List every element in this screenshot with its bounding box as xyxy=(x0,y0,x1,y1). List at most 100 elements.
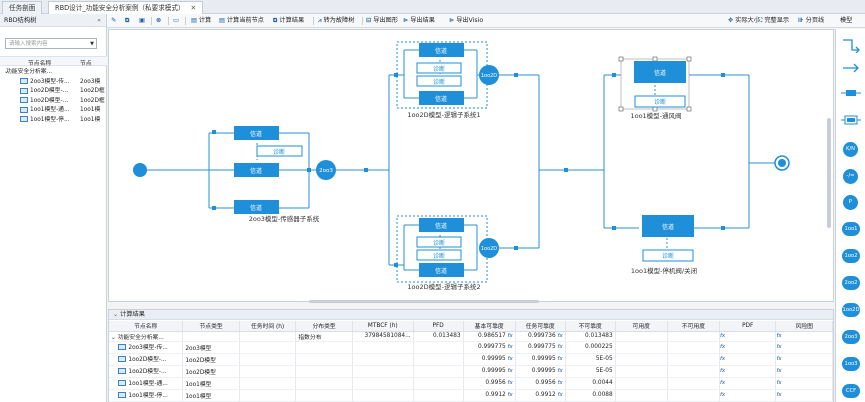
pdf-link[interactable]: fx xyxy=(719,331,777,342)
column-header[interactable]: 分布类型 xyxy=(295,321,353,332)
column-header[interactable]: 任务可靠度 xyxy=(515,321,566,332)
chart-icon[interactable]: fx xyxy=(507,368,513,374)
start-node[interactable] xyxy=(133,163,147,177)
stop-valve-group[interactable]: 信道 诊断 1oo1模型-停机阀/关闭 xyxy=(631,215,697,275)
palette-1oo2d[interactable]: 1oo2D xyxy=(842,303,860,317)
diag-shape-icon[interactable] xyxy=(841,115,861,125)
diag-label: 诊断 xyxy=(654,98,666,106)
tree-item[interactable]: 2oo3模型-传...2oo3模 xyxy=(0,78,107,87)
chart-icon[interactable]: fx xyxy=(507,356,513,362)
collapse-icon[interactable]: « xyxy=(97,17,101,24)
calc-node-button[interactable]: ▤计算当前节点 xyxy=(219,17,264,24)
pdf-link[interactable]: fx xyxy=(719,365,777,378)
block-shape-icon[interactable] xyxy=(841,89,861,97)
paste-icon[interactable]: ▣ xyxy=(139,17,145,24)
calc-result-button[interactable]: ⧉计算结果 xyxy=(273,17,305,24)
tree-item[interactable]: ⌄功能安全分析案... xyxy=(0,68,107,77)
pdf-link[interactable]: fx xyxy=(719,341,777,354)
cell-basic: 0.9956 fx xyxy=(463,377,516,390)
chart-icon[interactable]: fx xyxy=(507,380,513,386)
column-header[interactable]: 不可用度 xyxy=(667,321,720,332)
expand-icon[interactable]: ⌄ xyxy=(111,334,118,341)
delete-icon[interactable]: ⊗ xyxy=(156,17,162,24)
chart-icon[interactable]: fx xyxy=(557,356,563,362)
expand-icon[interactable]: ⌄ xyxy=(4,69,9,75)
tree-item[interactable]: 1oo1模型-停...1oo1模 xyxy=(0,116,107,125)
palette-switch[interactable]: -/= xyxy=(843,169,858,184)
column-header[interactable]: 可用度 xyxy=(615,321,668,332)
palette-1oo1[interactable]: 1oo1 xyxy=(842,222,860,236)
export-image-button[interactable]: ⊟导出图形 xyxy=(366,17,398,24)
column-header[interactable]: 基本可靠度 xyxy=(463,321,516,332)
column-header[interactable]: 节点名称 xyxy=(109,321,184,332)
risk-link[interactable]: fx xyxy=(775,341,833,354)
palette-ccf[interactable]: CCF xyxy=(842,384,860,398)
rbd-canvas[interactable]: 信道 信道 信道 诊断 2oo3 2oo3模型-传感器子系统 信道 信道 诊断 … xyxy=(108,29,834,303)
logic1-group[interactable]: 信道 信道 诊断 诊断 1oo2D 1oo2D模型-逻辑子系统1 xyxy=(396,41,499,119)
export-result-button[interactable]: ⊳导出结果 xyxy=(403,17,435,24)
search-input[interactable]: 请输入搜索内容▼ xyxy=(5,38,97,49)
calc-button[interactable]: ▤计算 xyxy=(191,17,212,24)
connector-elbow-icon[interactable] xyxy=(842,37,860,53)
palette-2oo3[interactable]: 2oo3 xyxy=(842,330,860,344)
column-header[interactable]: 任务时间 (h) xyxy=(239,321,297,332)
page-line-button[interactable]: ⊪分页线 xyxy=(798,17,825,24)
column-header[interactable]: MTBCF (h) xyxy=(352,321,414,332)
palette-2oo2[interactable]: 2oo2 xyxy=(842,276,860,290)
chart-icon[interactable]: fx xyxy=(557,333,563,339)
tab-rbd-design[interactable]: RBD设计_功能安全分析案例（私要求模式）✕ xyxy=(48,1,204,14)
risk-link[interactable]: fx xyxy=(775,331,833,342)
chart-icon[interactable]: fx xyxy=(557,368,563,374)
model-button[interactable]: 模型 xyxy=(840,16,852,26)
logic2-group[interactable]: 信道 信道 诊断 诊断 1oo2D 1oo2D模型-逻辑子系统2 xyxy=(396,215,499,291)
tree-item[interactable]: 1oo2D模型-...1oo2D框 xyxy=(0,97,107,106)
tab-mission-profile[interactable]: 任务剖面 xyxy=(2,1,43,14)
risk-link[interactable]: fx xyxy=(775,377,833,390)
cell-avail xyxy=(615,331,668,342)
pdf-link[interactable]: fx xyxy=(719,353,777,366)
chart-icon[interactable]: fx xyxy=(507,344,513,350)
risk-link[interactable]: fx xyxy=(775,389,833,402)
actual-size-button[interactable]: ✥实际大小 xyxy=(728,17,760,24)
sensor-group[interactable]: 信道 信道 信道 诊断 2oo3 2oo3模型-传感器子系统 xyxy=(234,126,336,223)
close-icon[interactable]: ✕ xyxy=(190,4,197,12)
pdf-link[interactable]: fx xyxy=(719,377,777,390)
chart-icon[interactable]: fx xyxy=(557,344,563,350)
copy-icon[interactable]: ⧉ xyxy=(125,17,130,24)
valve-group[interactable]: 信道 诊断 1oo1模型-通风阀 xyxy=(618,56,692,120)
column-header[interactable]: 不可靠度 xyxy=(565,321,616,332)
pdf-link[interactable]: fx xyxy=(719,389,777,402)
chevron-down-icon[interactable]: ⌄ xyxy=(113,311,121,318)
export-visio-button[interactable]: ⊳导出Visio xyxy=(449,17,484,24)
chart-icon[interactable]: fx xyxy=(507,333,513,339)
chevron-down-icon[interactable]: ▼ xyxy=(90,41,94,47)
tree-item[interactable]: 1oo2D模型-...1oo2D框 xyxy=(0,87,107,96)
risk-link[interactable]: fx xyxy=(775,365,833,378)
column-header[interactable]: PFD xyxy=(413,321,464,332)
column-header[interactable]: PDF xyxy=(719,321,777,332)
palette-kn[interactable]: K/N xyxy=(843,142,858,157)
chart-icon[interactable]: fx xyxy=(557,392,563,398)
edit-icon[interactable]: ✎ xyxy=(111,17,117,24)
column-header[interactable]: 节点类型 xyxy=(182,321,240,332)
connector-arrow-icon[interactable] xyxy=(842,63,860,73)
palette-1oo2[interactable]: 1oo2 xyxy=(842,249,860,263)
risk-link[interactable]: fx xyxy=(775,353,833,366)
save-icon[interactable]: ▭ xyxy=(173,17,179,24)
chart-icon[interactable]: fx xyxy=(507,392,513,398)
palette-p[interactable]: P xyxy=(843,195,858,210)
canvas-vertical-scrollbar[interactable] xyxy=(827,118,831,228)
chart-icon[interactable]: fx xyxy=(557,380,563,386)
column-header[interactable]: 风险图 xyxy=(775,321,833,332)
canvas-horizontal-scrollbar[interactable] xyxy=(309,300,539,303)
fault-tree-button[interactable]: ⩘转为故障树 xyxy=(318,17,355,24)
palette-1oo3[interactable]: 1oo3 xyxy=(842,357,860,371)
fit-button[interactable]: ⛶完整显示 xyxy=(758,17,790,24)
tree-item[interactable]: 1oo1模型-通...1oo1模 xyxy=(0,106,107,115)
